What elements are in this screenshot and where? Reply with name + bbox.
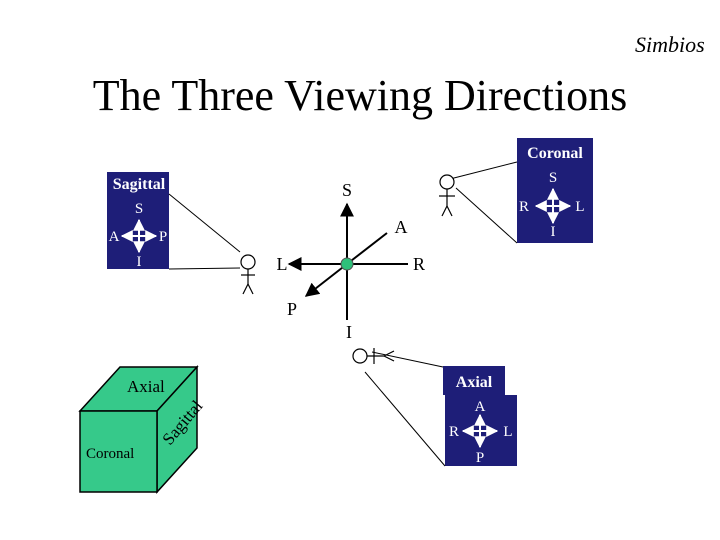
cube-label-axial: Axial [127,377,165,396]
axial-label-right: L [503,424,512,440]
stick-figure-icon [352,348,395,364]
coronal-title: Coronal [527,145,583,162]
axial-label-top: A [475,399,486,415]
axis-label-i: I [346,322,352,342]
axial-viewer [352,348,446,467]
coronal-panel: Coronal S I R L [517,138,593,243]
sagittal-sight-line-top [168,193,241,253]
axial-panel: Axial A P R L [443,366,517,466]
coronal-viewer [439,161,518,244]
simbios-logo: Simbios [635,32,705,57]
axis-anterior [346,232,388,265]
axis-label-a: A [395,217,408,237]
axial-sight-line-top [371,351,444,368]
axis-posterior [304,263,348,297]
origin-dot [340,257,354,271]
coronal-label-bottom: I [551,224,556,240]
page-title: The Three Viewing Directions [93,71,628,120]
sagittal-label-top: S [135,201,143,217]
axis-label-l: L [277,254,288,274]
coronal-label-top: S [549,170,557,186]
axis-label-r: R [413,254,425,274]
coronal-label-left: R [519,199,529,215]
sagittal-label-right: P [159,229,167,245]
sagittal-label-left: A [109,229,120,245]
axial-label-bottom: P [476,450,484,466]
cube-front-face [79,410,158,493]
sagittal-title: Sagittal [113,176,166,193]
center-axes: S I L R A P [277,180,426,342]
axial-sight-line-bottom [364,371,446,467]
axial-title: Axial [456,374,493,391]
orientation-cube: Axial Coronal Sagittal [78,365,207,494]
axis-label-p: P [287,299,297,319]
sagittal-label-bottom: I [137,254,142,270]
coronal-sight-line-top [449,161,518,180]
coronal-sight-line-bottom [455,187,518,244]
cube-label-coronal: Coronal [86,446,134,462]
sagittal-viewer [168,193,256,295]
stick-figure-icon [439,174,455,217]
axis-label-s: S [342,180,352,200]
coronal-label-right: L [575,199,584,215]
logo-text: Simbios [635,32,705,57]
axial-title-bar [443,366,505,395]
axial-label-left: R [449,424,459,440]
stick-figure-icon [240,254,256,295]
sagittal-panel: Sagittal S I A P [107,172,169,270]
sagittal-sight-line-bottom [168,267,241,270]
sagittal-title-bar [107,172,169,194]
